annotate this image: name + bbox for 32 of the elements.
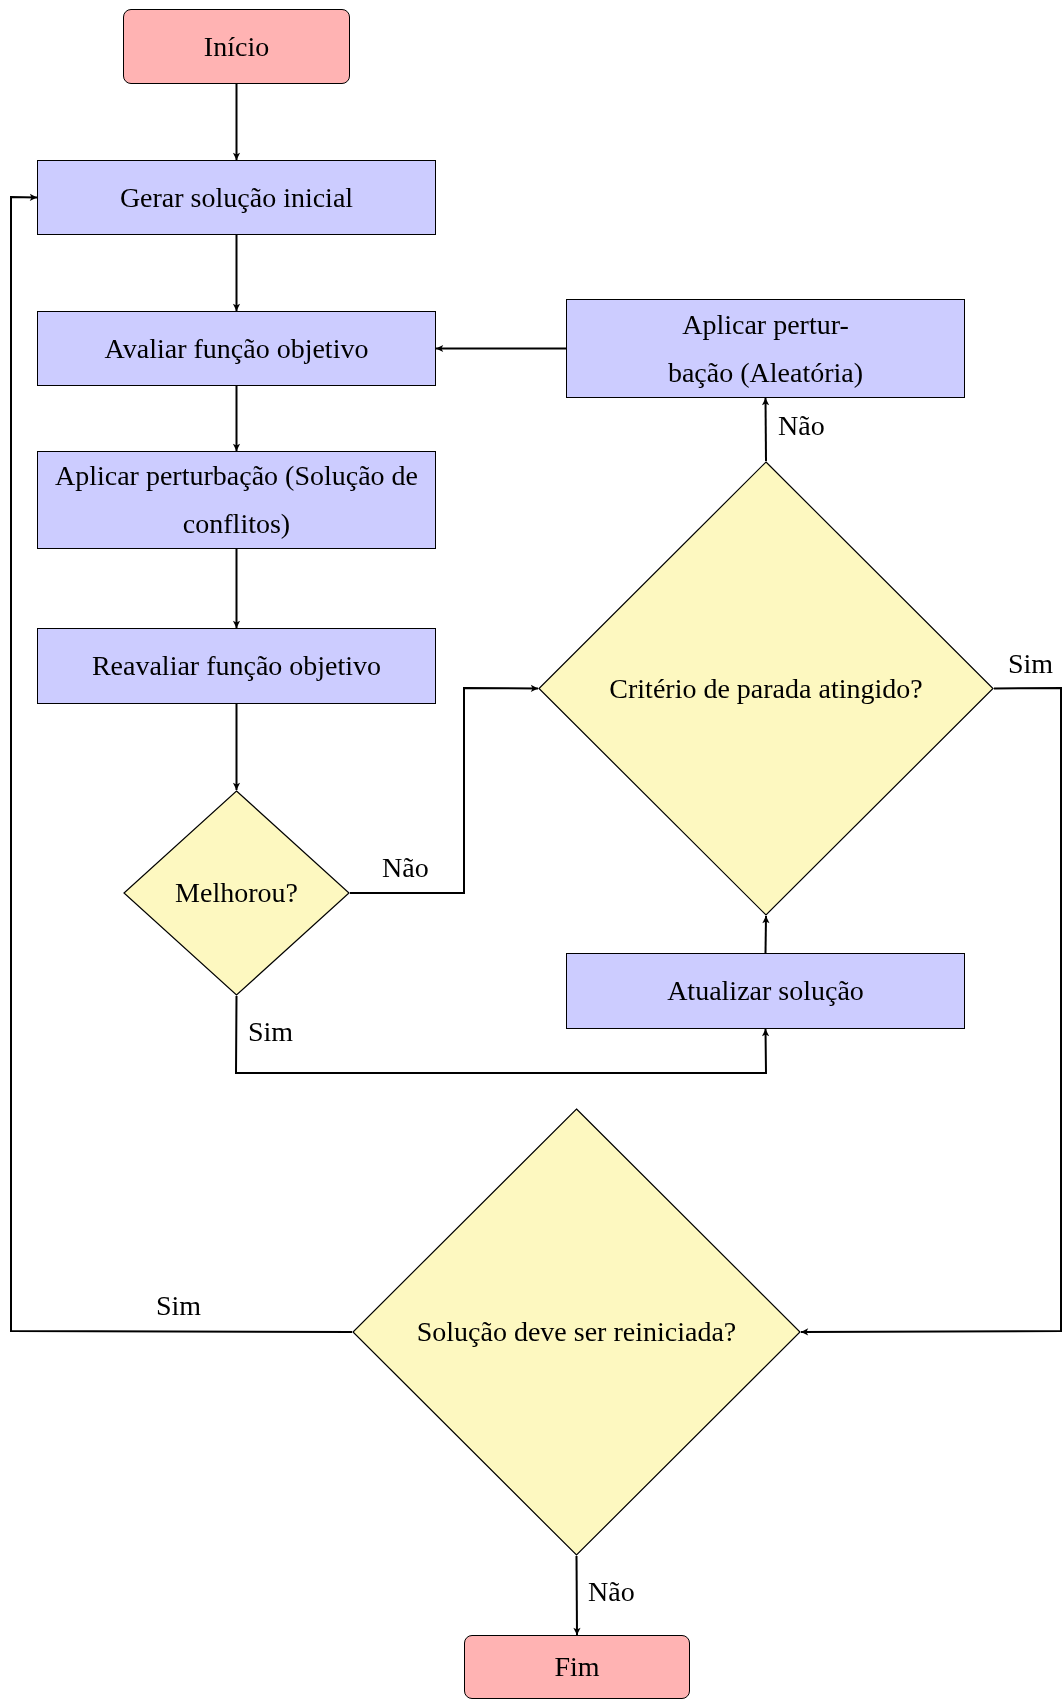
- arrow: [232, 234, 241, 312]
- step-text: Início: [202, 29, 271, 64]
- arrow: [10, 193, 353, 1333]
- arrow: [232, 385, 241, 452]
- arrow: [232, 83, 241, 161]
- terminal-box: [464, 1635, 690, 1699]
- process-box: [37, 160, 436, 235]
- process-box: [37, 628, 436, 704]
- decision-text: Critério de parada atingido?: [608, 671, 924, 706]
- step-text: Fim: [553, 1650, 601, 1684]
- arrow: [232, 703, 241, 791]
- process-box: [566, 299, 965, 398]
- arrow: [235, 995, 770, 1074]
- decision-text: Melhorou?: [174, 876, 299, 910]
- arrow: [761, 397, 770, 462]
- step-text: Atualizar solução: [666, 974, 865, 1008]
- step-text: Avaliar função objetivo: [103, 331, 370, 366]
- arrow: [232, 548, 241, 629]
- decision-text: Solução deve ser reiniciada?: [415, 1315, 738, 1349]
- process-box: [37, 451, 436, 549]
- arrow: [435, 344, 567, 353]
- arrow: [349, 684, 539, 894]
- terminal-box: [123, 9, 350, 84]
- step-text: Gerar solução inicial: [118, 180, 355, 215]
- process-box: [566, 953, 965, 1029]
- step-text: Reavaliar função objetivo: [90, 649, 383, 683]
- arrow: [800, 687, 1062, 1336]
- step-text: Aplicar perturbação (Solução de conflitos): [53, 459, 420, 541]
- arrow: [573, 1555, 581, 1636]
- process-box: [37, 311, 436, 386]
- arrow: [762, 915, 770, 954]
- step-text: Aplicar pertur- bação (Aleatória): [666, 307, 865, 390]
